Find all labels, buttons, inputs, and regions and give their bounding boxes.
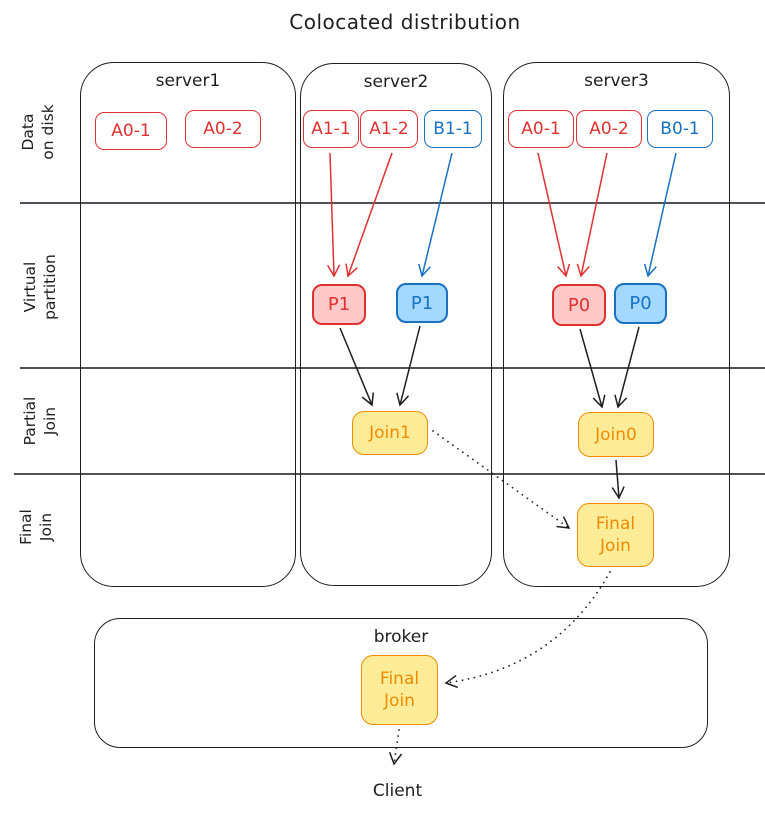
final-join-broker-box: Final Join [361, 655, 438, 725]
partition-p1-blue: P1 [396, 283, 448, 323]
client-label: Client [372, 781, 423, 801]
row-label-line: Join [37, 512, 55, 542]
chunk-label: A0-2 [589, 119, 629, 139]
server1-box: server1 [80, 62, 296, 587]
chunk-label: B1-1 [433, 119, 473, 139]
broker-title: broker [373, 627, 429, 647]
chunk-a0-2-server1: A0-2 [185, 110, 261, 148]
chunk-b1-1-server2: B1-1 [424, 110, 482, 148]
partition-label: P1 [327, 294, 351, 315]
chunk-label: A1-2 [369, 119, 409, 139]
row-label-final-join: Final Join [13, 462, 59, 592]
chunk-a0-1-server1: A0-1 [95, 112, 167, 150]
chunk-a1-1-server2: A1-1 [303, 110, 359, 148]
chunk-a0-1-server3: A0-1 [508, 110, 574, 148]
partition-p1-red: P1 [312, 284, 366, 325]
partition-label: P0 [567, 294, 591, 316]
final-join-server3-box: Final Join [577, 503, 654, 567]
row-label-line: Data [19, 113, 37, 151]
chunk-label: A0-2 [203, 119, 243, 139]
server3-box: server3 [503, 62, 730, 587]
row-label-line: Virtual [21, 261, 39, 313]
chunk-label: A1-1 [311, 119, 351, 139]
join-label-line: Join [384, 691, 415, 711]
chunk-label: A0-1 [111, 121, 151, 141]
partition-label: P1 [410, 292, 434, 314]
row-label-line: on disk [39, 104, 57, 160]
page-title: Colocated distribution [289, 10, 521, 34]
join-label-line: Final [379, 669, 420, 689]
server1-title: server1 [155, 71, 221, 91]
chunk-label: B0-1 [660, 119, 700, 139]
partition-p0-blue: P0 [614, 283, 667, 324]
partition-p0-red: P0 [552, 284, 606, 326]
join-label: Join1 [369, 423, 411, 443]
server2-title: server2 [363, 72, 429, 92]
join-label-line: Join [600, 536, 631, 556]
join0-box: Join0 [578, 412, 654, 457]
row-label-line: partition [41, 254, 59, 320]
server2-box: server2 [300, 63, 492, 586]
broker-box: broker [94, 618, 708, 748]
partition-label: P0 [629, 293, 652, 314]
chunk-a1-2-server2: A1-2 [360, 110, 418, 148]
join-label: Join0 [595, 424, 637, 445]
chunk-a0-2-server3: A0-2 [576, 110, 642, 148]
chunk-b0-1-server3: B0-1 [647, 110, 713, 148]
server3-title: server3 [584, 71, 649, 91]
row-label-data-on-disk: Data on disk [15, 67, 61, 197]
row-label-virtual-partition: Virtual partition [17, 222, 63, 352]
join1-box: Join1 [352, 411, 428, 455]
join-label-line: Final [595, 514, 636, 534]
row-label-line: Final [17, 509, 35, 545]
chunk-label: A0-1 [521, 119, 561, 139]
